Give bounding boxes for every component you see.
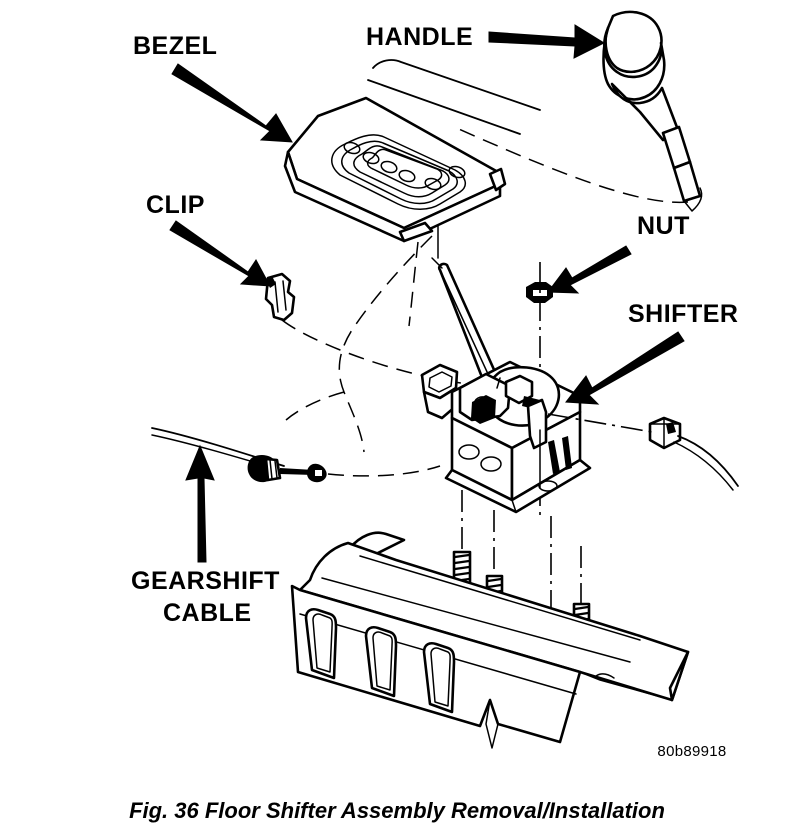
callout-label-shifter: SHIFTER — [628, 300, 738, 328]
cable-ferrule-grooves — [269, 459, 278, 480]
floor-pan-right-edge — [579, 671, 673, 701]
handle-arrow — [488, 24, 606, 59]
clip-shadow — [266, 276, 276, 288]
connector-wire-inner — [673, 441, 734, 491]
callout-arrows-group — [169, 24, 685, 563]
shifter-base-corner — [511, 499, 517, 513]
handle-assembly-path — [451, 125, 689, 204]
floor-pan-rib-3-inner — [430, 647, 451, 707]
clip-part — [264, 272, 296, 322]
handle-shaft-tip — [683, 187, 703, 212]
bezel-gate-dot-1 — [343, 141, 361, 155]
stud-2-threads — [486, 577, 503, 601]
cable-assembly-path — [327, 465, 441, 477]
floor-pan-part — [290, 531, 690, 749]
handle-shaft-upper — [661, 125, 692, 170]
bezel-right-tab — [488, 167, 507, 192]
floor-pan-notch — [485, 699, 499, 749]
callout-label-cable: CABLE — [163, 599, 252, 627]
stud-1-threads — [453, 553, 471, 583]
shifter-pivot-link — [496, 377, 501, 389]
handle-knob-body — [602, 26, 666, 101]
bezel-bottom-nose — [398, 221, 434, 243]
gearshift-cable-part — [151, 427, 327, 483]
cable-rod — [280, 468, 314, 475]
floor-pan-rib-2-inner — [372, 631, 393, 691]
shifter-rib-1 — [548, 440, 560, 474]
bezel-upper-edge — [372, 59, 541, 111]
floor-pan-top-crease — [321, 577, 631, 663]
callout-label-clip: CLIP — [146, 191, 205, 219]
bezel-outline-guide — [338, 235, 433, 453]
bezel-gate-mid — [341, 140, 458, 205]
shifter-front-hole-1 — [458, 444, 480, 460]
shift-lever-rod — [431, 225, 502, 392]
bezel-part — [283, 59, 541, 243]
clip-arrow — [169, 220, 271, 287]
figure-caption: Fig. 36 Floor Shifter Assembly Removal/I… — [129, 798, 665, 823]
bezel-assembly-path — [408, 241, 419, 327]
callout-label-nut: NUT — [637, 212, 690, 240]
floor-pan-break-mark — [595, 673, 615, 679]
handle-neck — [610, 82, 680, 142]
shifter-arrow — [565, 331, 685, 405]
cable-ball-bore — [315, 470, 322, 476]
shift-lever-top-link — [431, 257, 443, 269]
handle-knob-top — [604, 10, 663, 74]
bezel-upper-edge-inner — [367, 79, 521, 135]
bezel-gate-dot-5 — [424, 177, 442, 191]
shifter-cable-arm — [526, 398, 548, 450]
callout-label-gearshift: GEARSHIFT — [131, 567, 280, 595]
shift-lever-highlight — [440, 271, 495, 388]
callout-label-handle: HANDLE — [366, 23, 473, 51]
shifter-front-hole-2 — [480, 456, 502, 472]
stud-4-threads — [573, 605, 590, 629]
nut-arrow — [547, 245, 632, 294]
shifter-rib-2 — [562, 436, 572, 470]
bezel-gate-dot-2 — [362, 151, 380, 165]
connector-part — [648, 416, 739, 491]
shifter-mechanism-hole — [473, 396, 493, 413]
bezel-gate-dot-6 — [448, 165, 466, 179]
callout-label-bezel: BEZEL — [133, 32, 217, 60]
bezel-gate-dot-4 — [398, 169, 416, 183]
handle-shaft-lower — [672, 160, 702, 203]
gearshift-cable-arrow — [185, 444, 215, 563]
connector-centerline — [547, 413, 653, 433]
nut-facet-lines — [536, 282, 545, 290]
shifter-mechanism-shadow — [471, 395, 496, 424]
bezel-gate-dot-3 — [380, 160, 398, 174]
bezel-edge-thickness — [283, 150, 502, 243]
clip-rib-1 — [274, 281, 279, 313]
shifter-detent-lever — [504, 374, 534, 405]
shifter-left-bracket-hole — [428, 371, 453, 393]
bezel-gate-outer — [331, 134, 467, 210]
cable-ferrule-ring — [264, 457, 282, 482]
figure-code: 80b89918 — [657, 743, 726, 760]
handle-part — [602, 10, 703, 212]
floor-pan-right-flap — [668, 650, 690, 702]
floor-pan-rib-1-inner — [312, 613, 333, 673]
shifter-flange-boss — [538, 480, 558, 492]
clip-rib-2 — [282, 280, 287, 311]
bezel-gate-slot — [366, 148, 443, 189]
shifter-part — [420, 360, 592, 514]
connector-wire — [677, 435, 739, 487]
connector-latch — [666, 422, 676, 434]
floor-pan-top-crease-2 — [359, 555, 641, 641]
shift-lever-shaft — [437, 262, 502, 392]
bezel-arrow — [171, 63, 293, 143]
connector-detail — [649, 417, 681, 449]
bezel-outline-guide-2 — [285, 391, 345, 421]
